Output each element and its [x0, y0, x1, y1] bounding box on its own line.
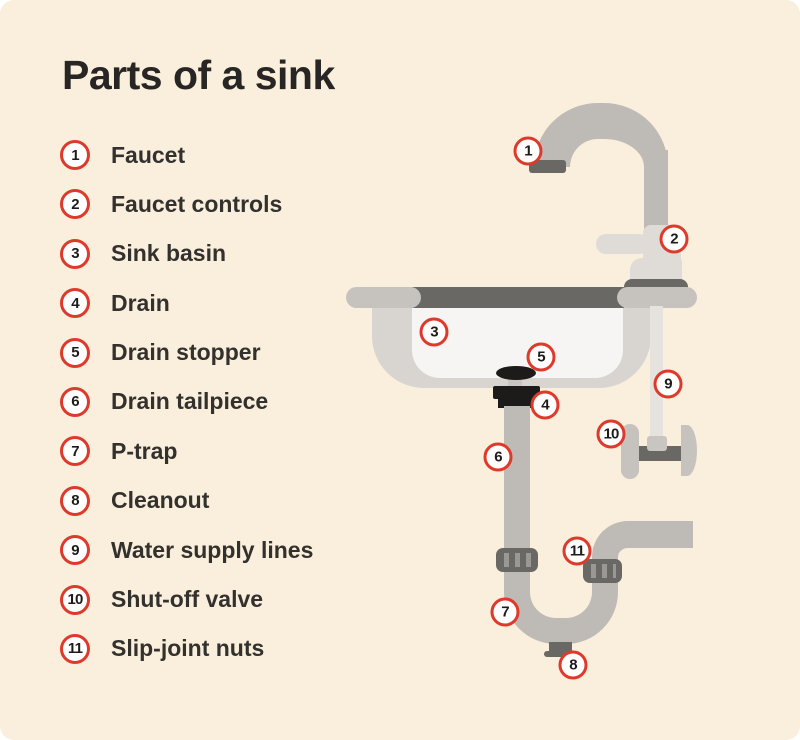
legend-item-label: Cleanout: [111, 487, 210, 514]
callout-6: 6: [483, 442, 513, 472]
legend-number-badge: 11: [60, 633, 90, 664]
cleanout-flange-shape: [544, 651, 577, 657]
legend-item-slip-joint-nuts: 11 Slip-joint nuts: [60, 633, 313, 664]
cleanout-cap-shape: [549, 642, 572, 653]
legend-item-water-supply-lines: 9 Water supply lines: [60, 535, 314, 566]
callout-9: 9: [653, 369, 683, 399]
callout-2: 2: [659, 224, 689, 254]
shut-off-valve-handle-shape: [621, 424, 639, 479]
legend-number-badge: 2: [60, 189, 90, 220]
legend-number-badge: 1: [60, 140, 90, 170]
legend-item-label: Drain tailpiece: [111, 388, 269, 415]
legend-number-badge: 9: [60, 535, 90, 566]
legend-number-badge: 10: [60, 584, 90, 615]
legend-item-cleanout: 8 Cleanout: [60, 485, 313, 516]
sink-edge-band-shape: [412, 287, 624, 308]
page-title: Parts of a sink: [62, 52, 335, 98]
shut-off-valve-cap-shape: [681, 425, 697, 476]
callout-4: 4: [530, 390, 560, 420]
legend-item-drain-tailpiece: 6 Drain tailpiece: [60, 386, 313, 417]
slip-joint-nut-upper-shape: [496, 548, 538, 572]
sink-rim-left-shape: [346, 287, 421, 308]
legend-item-label: Faucet controls: [111, 190, 283, 217]
legend-item-label: Drain stopper: [111, 339, 261, 366]
legend-number-badge: 8: [60, 485, 90, 516]
legend-number-badge: 5: [60, 337, 90, 368]
legend-item-label: Sink basin: [111, 240, 227, 267]
callout-8: 8: [558, 650, 588, 680]
callout-11: 11: [562, 536, 592, 566]
drain-stopper-shape: [496, 366, 536, 380]
legend-item-faucet: 1 Faucet: [60, 140, 313, 170]
callout-1: 1: [513, 136, 543, 166]
drain-tailpiece-shape: [504, 406, 530, 576]
faucet-neck-shape: [644, 150, 668, 232]
sink-rim-right-shape: [617, 287, 697, 308]
slip-joint-nut-lower-shape: [583, 559, 622, 583]
legend-item-label: Water supply lines: [111, 536, 314, 563]
callout-5: 5: [526, 342, 556, 372]
legend-item-drain: 4 Drain: [60, 288, 313, 319]
legend-item-label: Faucet: [111, 141, 186, 168]
legend-number-badge: 7: [60, 436, 90, 467]
legend-item-drain-stopper: 5 Drain stopper: [60, 337, 313, 368]
legend-item-p-trap: 7 P-trap: [60, 436, 313, 467]
callout-10: 10: [596, 419, 626, 449]
callout-3: 3: [419, 317, 449, 347]
legend-number-badge: 3: [60, 238, 90, 269]
legend-item-label: P-trap: [111, 437, 178, 464]
legend-number-badge: 4: [60, 288, 90, 319]
faucet-spout-tip-shape: [529, 160, 566, 173]
legend-item-sink-basin: 3 Sink basin: [60, 238, 313, 269]
shut-off-valve-joint-shape: [647, 436, 667, 451]
legend-item-label: Drain: [111, 289, 170, 316]
callout-7: 7: [490, 597, 520, 627]
legend-item-label: Shut-off valve: [111, 586, 264, 613]
drain-flange-lower-shape: [498, 396, 535, 408]
legend-number-badge: 6: [60, 386, 90, 417]
legend-item-shut-off-valve: 10 Shut-off valve: [60, 584, 313, 615]
legend-item-faucet-controls: 2 Faucet controls: [60, 189, 313, 220]
legend-item-label: Slip-joint nuts: [111, 635, 265, 662]
drain-flange-shape: [493, 386, 540, 399]
faucet-handle-lever-shape: [596, 234, 649, 254]
